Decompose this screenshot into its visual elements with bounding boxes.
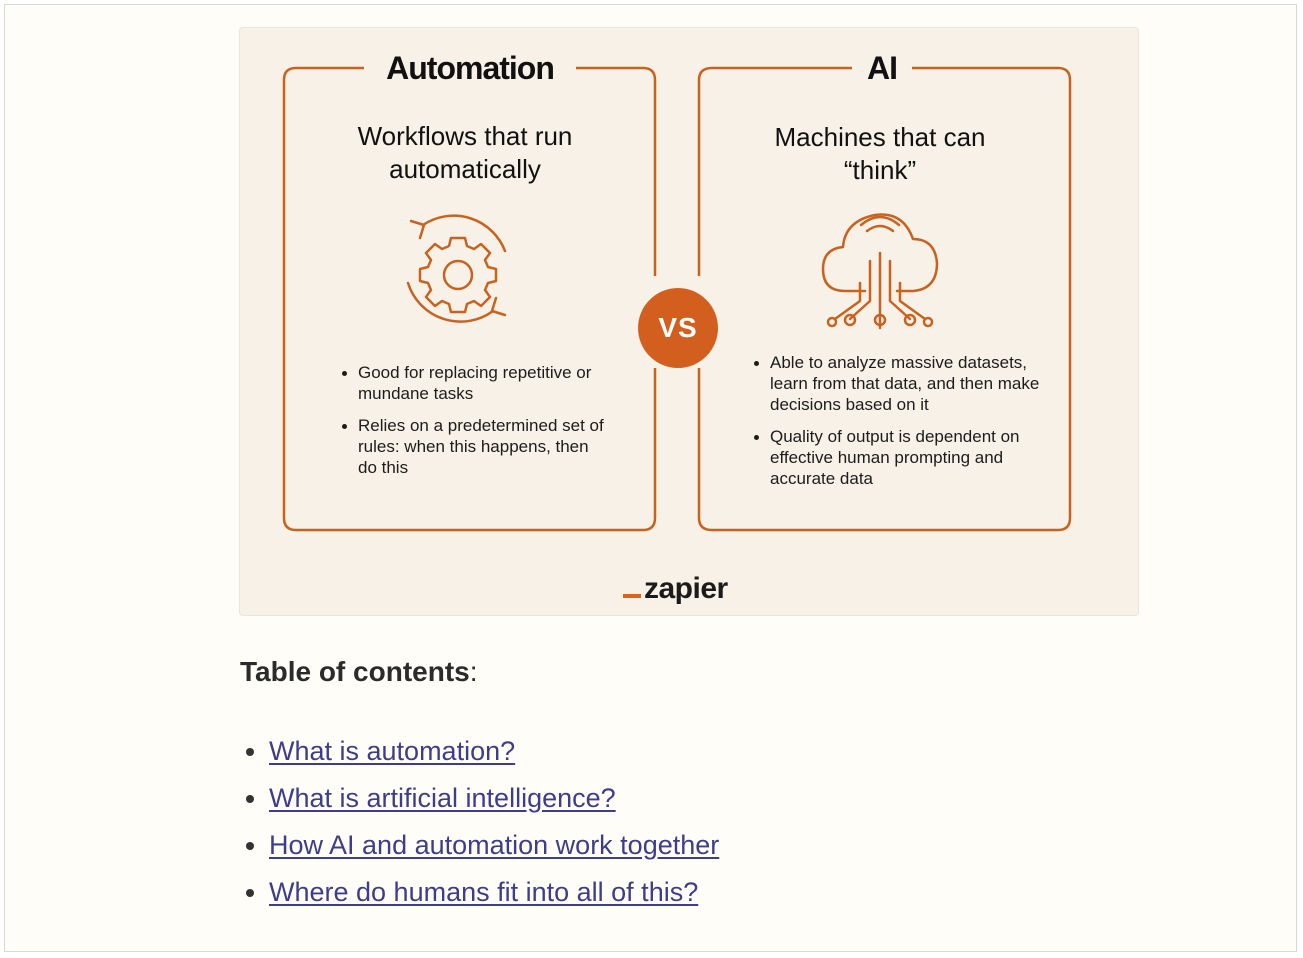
zapier-logo-text: zapier xyxy=(644,572,728,605)
list-item: Able to analyze massive datasets, learn … xyxy=(752,352,1042,415)
zapier-logo: zapier xyxy=(623,568,763,604)
list-item: How AI and automation work together xyxy=(240,822,719,869)
ai-bullet-list: Able to analyze massive datasets, learn … xyxy=(752,352,1042,500)
gear-cycle-icon xyxy=(406,214,507,323)
list-item: What is artificial intelligence? xyxy=(240,775,719,822)
toc-heading-text: Table of contents xyxy=(240,656,470,687)
toc-link-what-is-ai[interactable]: What is artificial intelligence? xyxy=(269,783,616,813)
list-item: Where do humans fit into all of this? xyxy=(240,869,719,916)
automation-bullet-list: Good for replacing repetitive or mundane… xyxy=(340,362,610,489)
zapier-logo-mark xyxy=(623,594,641,598)
list-item: Quality of output is dependent on effect… xyxy=(752,426,1042,489)
list-item: Relies on a predetermined set of rules: … xyxy=(340,415,610,478)
automation-vs-ai-infographic: Automation Workflows that run automatica… xyxy=(239,27,1139,616)
ai-title: AI xyxy=(867,50,898,86)
list-item: Good for replacing repetitive or mundane… xyxy=(340,362,610,404)
toc-heading-colon: : xyxy=(469,656,478,687)
automation-title: Automation xyxy=(386,50,555,86)
circuit-nodes-icon xyxy=(843,313,917,327)
cloud-circuit-icon xyxy=(821,213,939,330)
panel-borders xyxy=(282,66,1072,532)
toc-list: What is automation? What is artificial i… xyxy=(240,728,719,916)
automation-subtitle: Workflows that run automatically xyxy=(357,121,573,184)
list-item: What is automation? xyxy=(240,728,719,775)
toc-link-ai-and-automation[interactable]: How AI and automation work together xyxy=(269,830,720,860)
toc-link-what-is-automation[interactable]: What is automation? xyxy=(269,736,516,766)
vs-badge: VS xyxy=(638,288,718,368)
toc-link-where-humans-fit[interactable]: Where do humans fit into all of this? xyxy=(269,877,699,907)
ai-subtitle: Machines that can “think” xyxy=(774,122,986,185)
toc-heading: Table of contents: xyxy=(240,656,478,688)
